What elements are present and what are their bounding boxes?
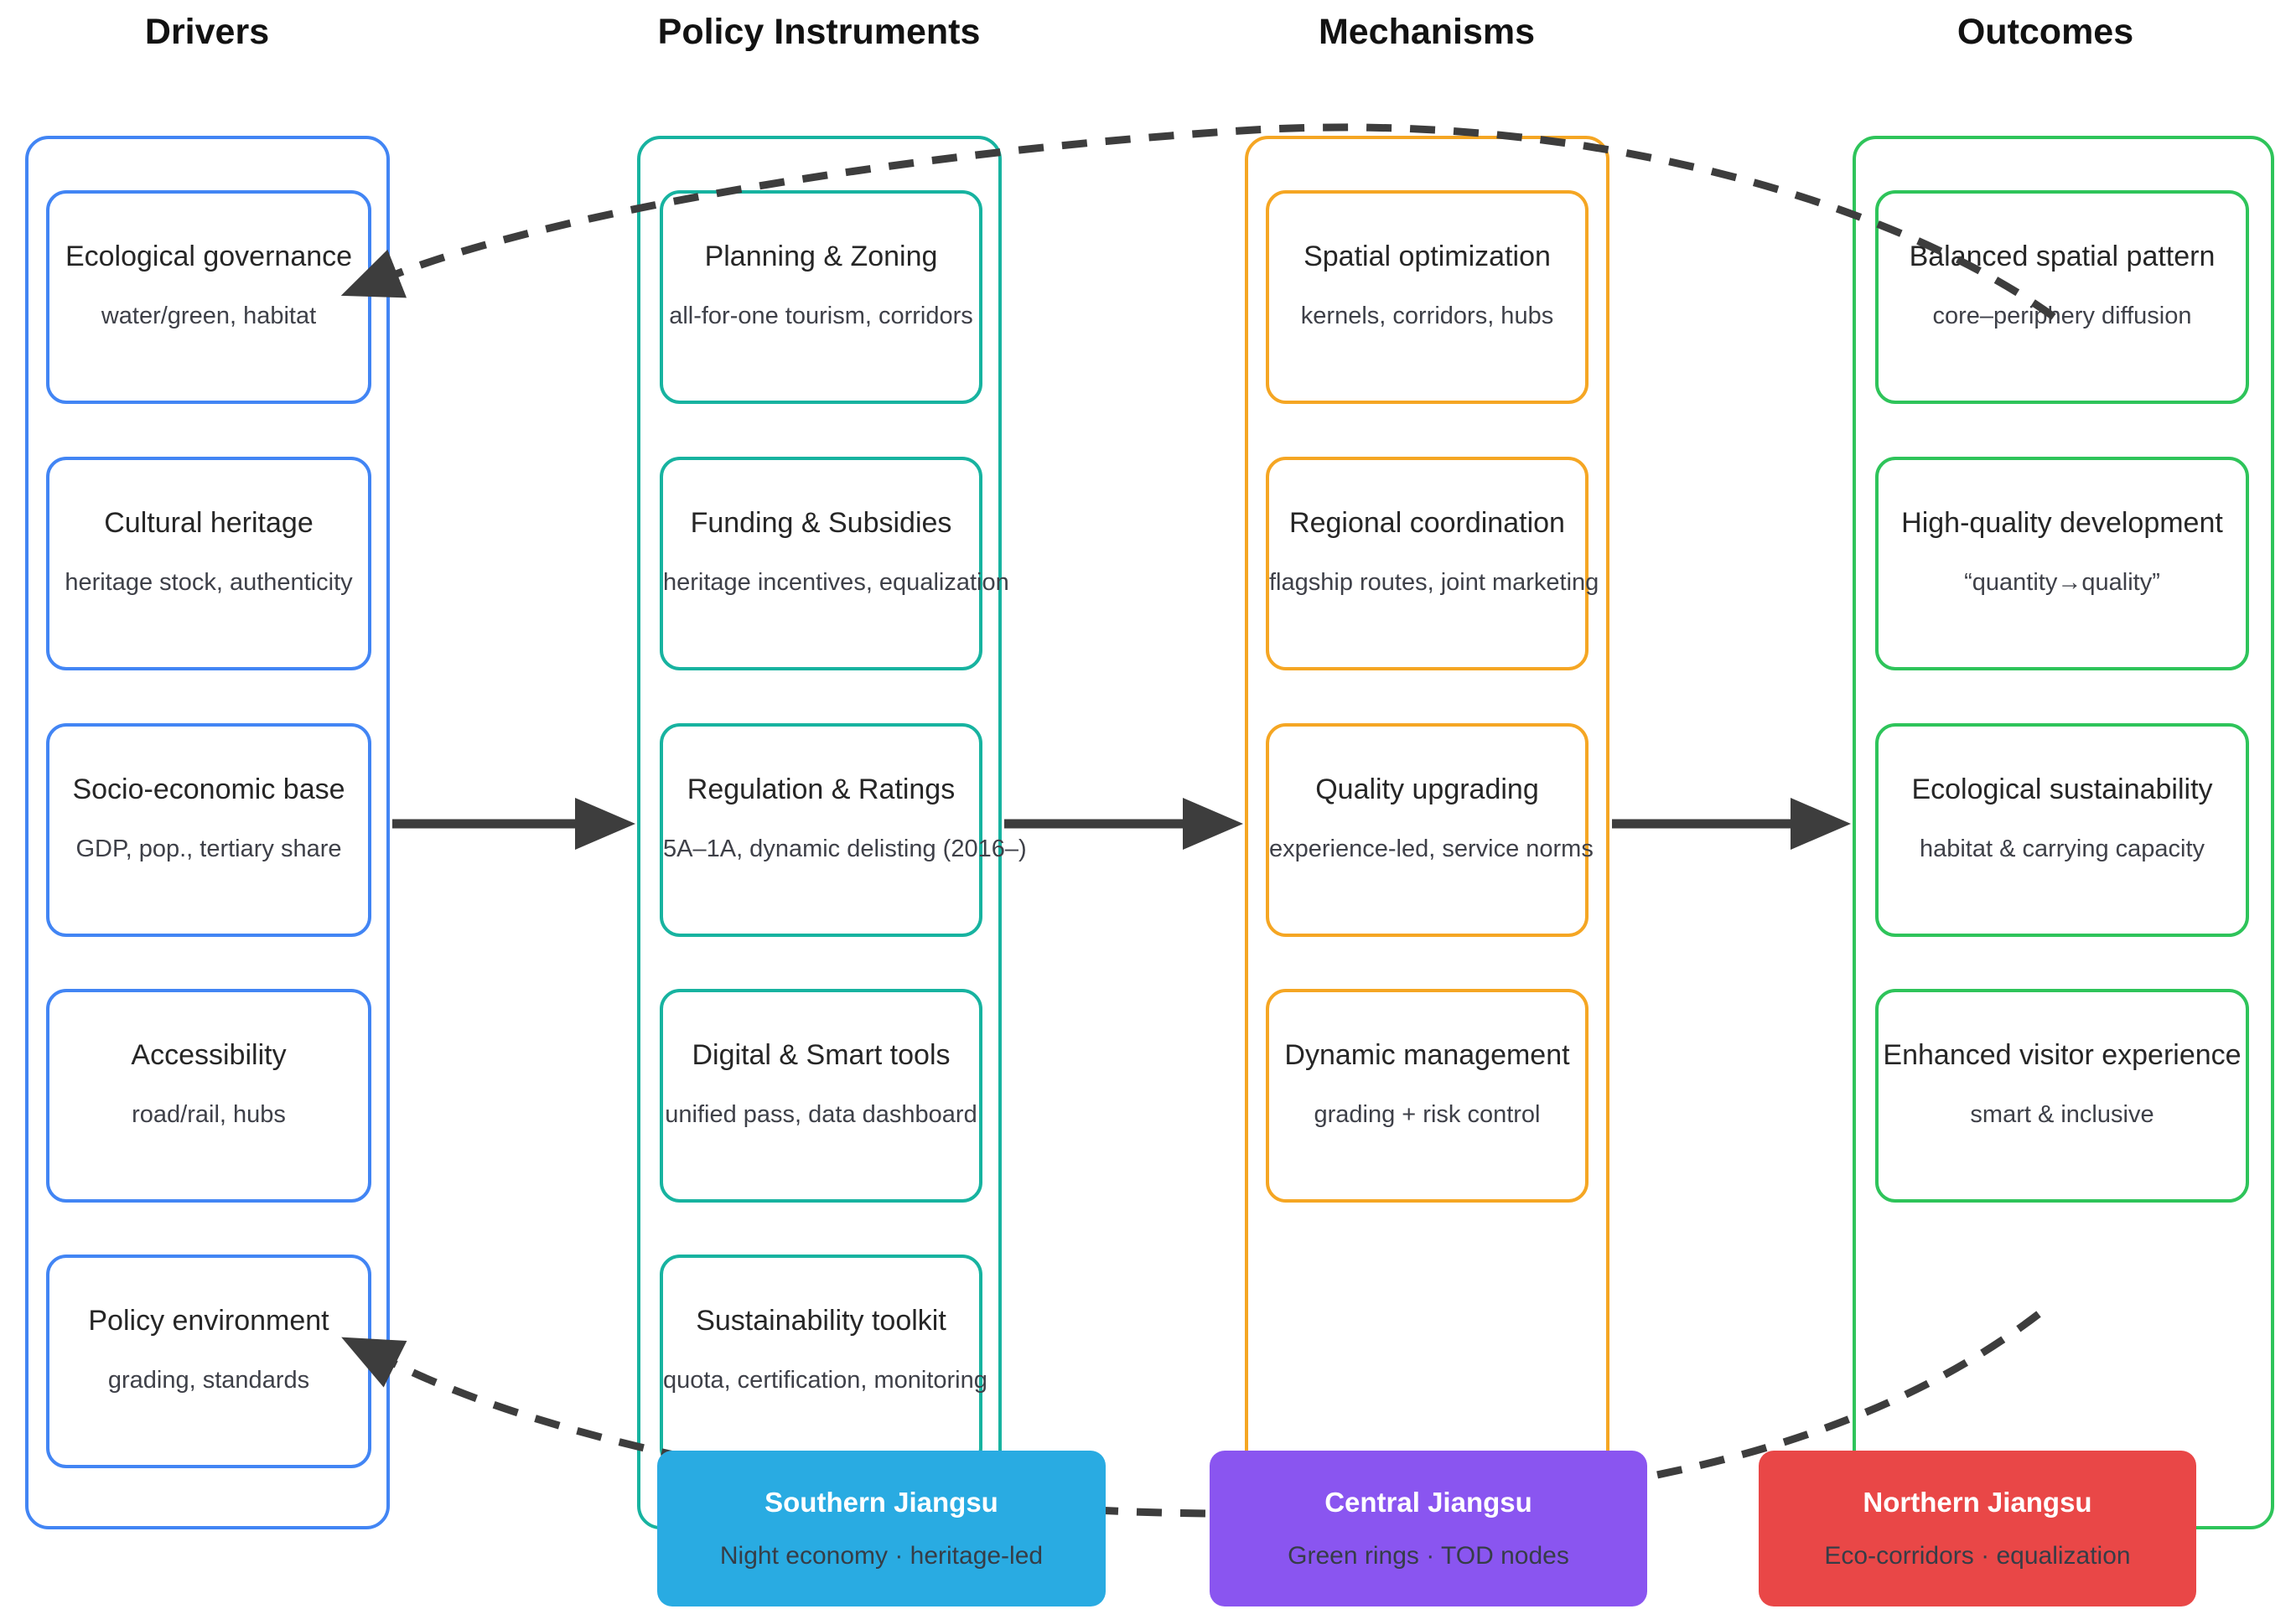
node-title: Funding & Subsidies: [690, 507, 952, 539]
region-subtitle: Night economy · heritage-led: [719, 1542, 1044, 1570]
node-cultural-heritage: Cultural heritage heritage stock, authen…: [46, 457, 371, 670]
node-title: Dynamic management: [1284, 1039, 1570, 1071]
node-title: Ecological governance: [65, 241, 353, 272]
region-subtitle: Green rings · TOD nodes: [1288, 1542, 1569, 1570]
node-subtitle: heritage stock, authenticity: [65, 569, 353, 596]
node-title: Regional coordination: [1289, 507, 1565, 539]
node-subtitle: “quantity→quality”: [1964, 569, 2160, 596]
node-regional-coordination: Regional coordination flagship routes, j…: [1266, 457, 1599, 670]
node-subtitle: unified pass, data dashboard: [665, 1101, 977, 1128]
node-title: Sustainability toolkit: [696, 1305, 946, 1337]
node-title: Quality upgrading: [1315, 773, 1539, 805]
node-subtitle: GDP, pop., tertiary share: [75, 836, 342, 862]
node-ecological-sustainability: Ecological sustainability habitat & carr…: [1875, 723, 2249, 937]
node-title: Regulation & Ratings: [687, 773, 956, 805]
node-title: Enhanced visitor experience: [1883, 1039, 2242, 1071]
region-northern-jiangsu: Northern Jiangsu Eco-corridors · equaliz…: [1759, 1451, 2196, 1606]
node-title: Digital & Smart tools: [692, 1039, 951, 1071]
node-title: Policy environment: [88, 1305, 329, 1337]
node-title: Planning & Zoning: [704, 241, 938, 272]
region-subtitle: Eco-corridors · equalization: [1824, 1542, 2131, 1570]
region-central-jiangsu: Central Jiangsu Green rings · TOD nodes: [1210, 1451, 1647, 1606]
node-subtitle: flagship routes, joint marketing: [1269, 569, 1599, 596]
header-policy-instruments: Policy Instruments: [657, 12, 981, 52]
node-spatial-optimization: Spatial optimization kernels, corridors,…: [1266, 190, 1589, 404]
node-title: Cultural heritage: [104, 507, 314, 539]
region-title: Central Jiangsu: [1324, 1487, 1532, 1518]
drivers-column-container: [25, 136, 390, 1529]
node-subtitle: habitat & carrying capacity: [1919, 836, 2205, 862]
node-socio-economic-base: Socio-economic base GDP, pop., tertiary …: [46, 723, 371, 937]
header-drivers: Drivers: [144, 12, 270, 52]
node-balanced-spatial-pattern: Balanced spatial pattern core–periphery …: [1875, 190, 2249, 404]
header-mechanisms: Mechanisms: [1318, 12, 1536, 52]
header-outcomes: Outcomes: [1957, 12, 2134, 52]
node-dynamic-management: Dynamic management grading + risk contro…: [1266, 989, 1589, 1203]
node-title: Spatial optimization: [1303, 241, 1551, 272]
node-subtitle: quota, certification, monitoring: [663, 1367, 987, 1394]
node-subtitle: water/green, habitat: [101, 303, 317, 329]
node-enhanced-visitor-experience: Enhanced visitor experience smart & incl…: [1875, 989, 2249, 1203]
node-title: Balanced spatial pattern: [1909, 241, 2216, 272]
node-quality-upgrading: Quality upgrading experience-led, servic…: [1266, 723, 1594, 937]
node-policy-environment: Policy environment grading, standards: [46, 1255, 371, 1468]
node-subtitle: grading, standards: [107, 1367, 310, 1394]
region-southern-jiangsu: Southern Jiangsu Night economy · heritag…: [657, 1451, 1106, 1606]
node-subtitle: road/rail, hubs: [132, 1101, 286, 1128]
node-subtitle: heritage incentives, equalization: [663, 569, 1009, 596]
node-subtitle: grading + risk control: [1314, 1101, 1541, 1128]
node-subtitle: 5A–1A, dynamic delisting (2016–): [663, 836, 1027, 862]
node-title: High-quality development: [1901, 507, 2223, 539]
node-accessibility: Accessibility road/rail, hubs: [46, 989, 371, 1203]
region-title: Southern Jiangsu: [764, 1487, 998, 1518]
node-subtitle: core–periphery diffusion: [1932, 303, 2192, 329]
node-title: Accessibility: [131, 1039, 287, 1071]
node-planning-zoning: Planning & Zoning all-for-one tourism, c…: [660, 190, 982, 404]
node-subtitle: smart & inclusive: [1970, 1101, 2154, 1128]
node-ecological-governance: Ecological governance water/green, habit…: [46, 190, 371, 404]
node-high-quality-development: High-quality development “quantity→quali…: [1875, 457, 2249, 670]
node-sustainability-toolkit: Sustainability toolkit quota, certificat…: [660, 1255, 987, 1468]
node-subtitle: kernels, corridors, hubs: [1300, 303, 1554, 329]
node-title: Socio-economic base: [72, 773, 345, 805]
node-funding-subsidies: Funding & Subsidies heritage incentives,…: [660, 457, 1009, 670]
node-regulation-ratings: Regulation & Ratings 5A–1A, dynamic deli…: [660, 723, 1027, 937]
node-title: Ecological sustainability: [1911, 773, 2213, 805]
node-subtitle: all-for-one tourism, corridors: [669, 303, 973, 329]
region-title: Northern Jiangsu: [1863, 1487, 2092, 1518]
node-digital-smart-tools: Digital & Smart tools unified pass, data…: [660, 989, 982, 1203]
node-subtitle: experience-led, service norms: [1269, 836, 1594, 862]
